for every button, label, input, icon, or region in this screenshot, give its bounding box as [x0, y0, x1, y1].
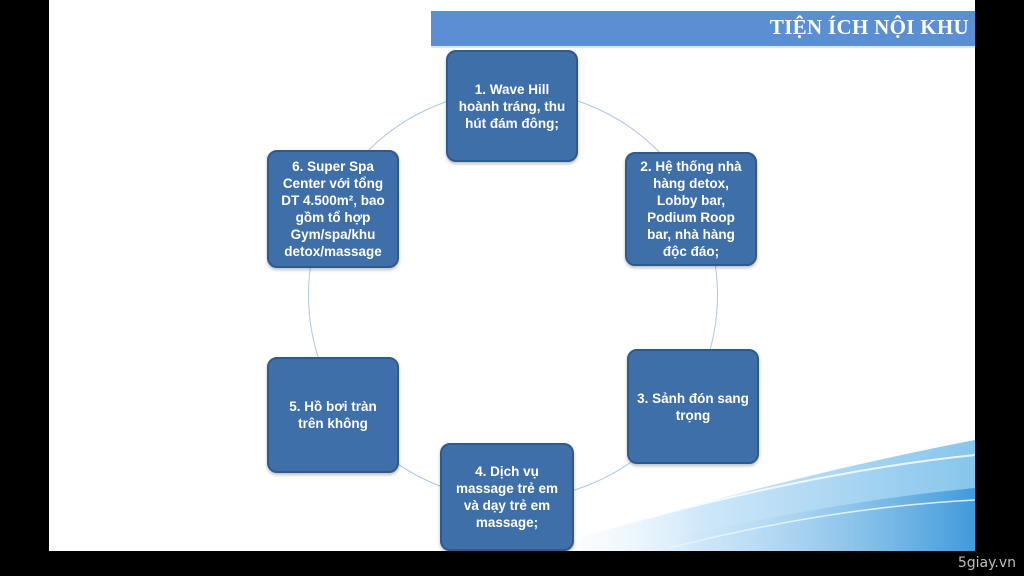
page-title: TIỆN ÍCH NỘI KHU: [769, 15, 969, 39]
node-lobby: 3. Sảnh đón sang trọng: [627, 349, 759, 464]
node-infinity-pool: 5. Hồ bơi tràn trên không: [267, 357, 399, 473]
node-restaurants: 2. Hệ thống nhà hàng detox, Lobby bar, P…: [625, 152, 757, 266]
title-bar: TIỆN ÍCH NỘI KHU: [431, 11, 975, 48]
slide: TIỆN ÍCH NỘI KHU 1. Wave Hill hoành trán…: [49, 0, 975, 551]
node-super-spa: 6. Super Spa Center với tổng DT 4.500m²,…: [267, 150, 399, 268]
node-wave-hill: 1. Wave Hill hoành tráng, thu hút đám đô…: [446, 50, 578, 162]
node-kids-massage: 4. Dịch vụ massage trẻ em và dạy trẻ em …: [440, 443, 574, 551]
wave-decoration: [519, 440, 975, 551]
watermark: 5giay.vn: [957, 555, 1016, 571]
